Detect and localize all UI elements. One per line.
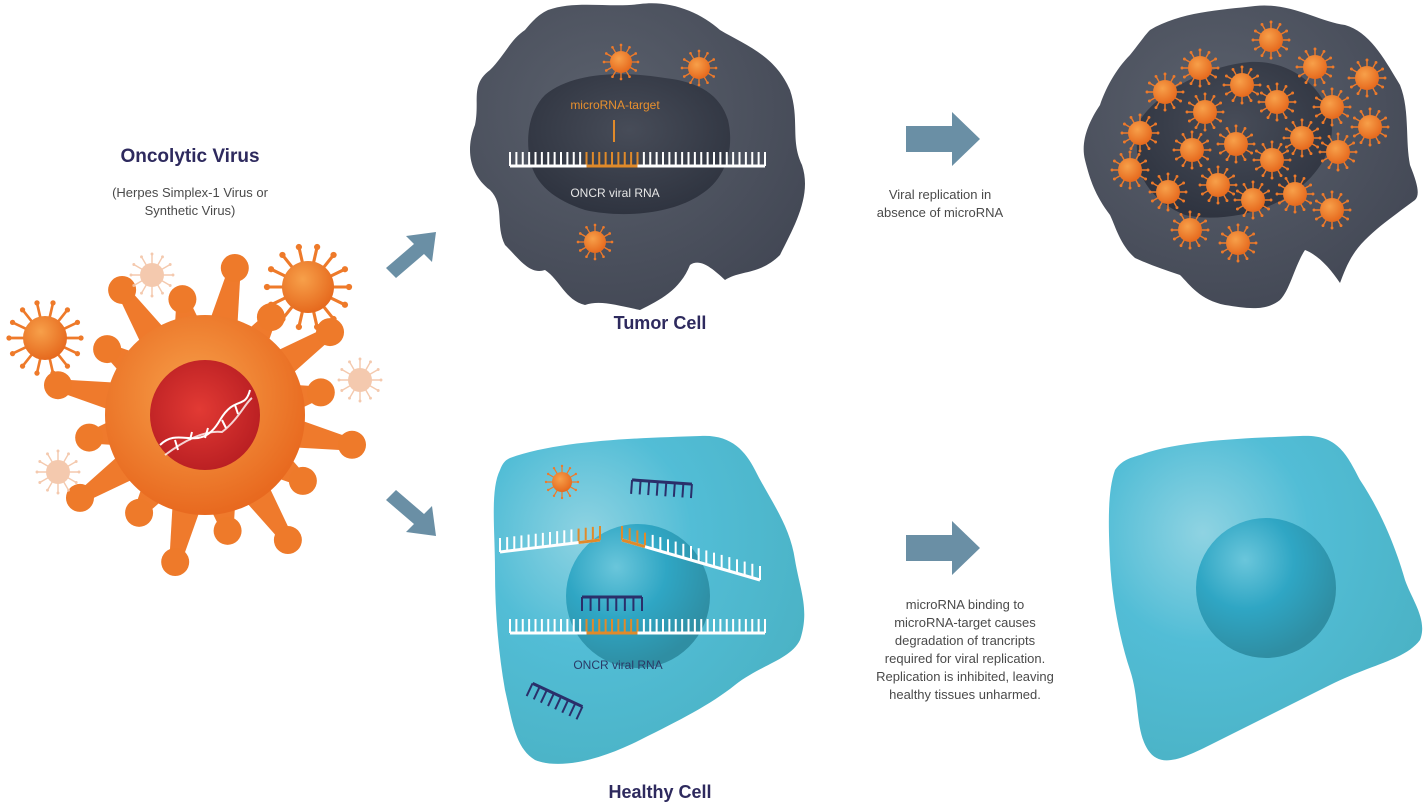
arrow-down-right-icon — [386, 490, 436, 536]
virus-icon — [1295, 47, 1335, 87]
healthy-rna-label: ONCR viral RNA — [573, 658, 663, 672]
virus-icon — [1170, 210, 1210, 250]
virus-icon — [1347, 58, 1387, 98]
healthy-nucleus — [1196, 518, 1336, 658]
caption-line: healthy tissues unharmed. — [889, 687, 1041, 702]
arrow-up-right-icon — [386, 232, 436, 278]
microrna-icon — [525, 682, 584, 720]
arrow-right-icon — [906, 521, 980, 575]
virus-icon — [1252, 140, 1292, 180]
caption-line: required for viral replication. — [884, 651, 1046, 666]
virus-icon — [602, 43, 640, 81]
tumor-result-caption-line2: absence of microRNA — [876, 205, 1004, 220]
arrow-right-icon — [906, 112, 980, 166]
infected-tumor-cell-illustration — [1083, 5, 1418, 309]
virus-subtitle-line1: (Herpes Simplex-1 Virus or — [112, 185, 268, 200]
virus-icon — [337, 357, 383, 403]
virus-icon — [1257, 82, 1297, 122]
virus-icon — [680, 49, 718, 87]
virus-icon — [263, 243, 353, 331]
virus-icon — [1145, 72, 1185, 112]
tumor-nucleus — [528, 74, 731, 215]
virus-icon — [1172, 130, 1212, 170]
virus-subtitle-line2: Synthetic Virus) — [144, 203, 236, 218]
viral-rna-strand — [509, 619, 766, 635]
virus-icon — [1185, 92, 1225, 132]
degraded-rna-fragment — [621, 526, 761, 582]
virus-icon — [544, 464, 580, 500]
virus-icon — [35, 449, 81, 495]
unharmed-healthy-cell-illustration — [1108, 435, 1423, 761]
virus-icon — [1180, 48, 1220, 88]
large-virus-icon — [43, 253, 367, 577]
virus-icon — [1275, 174, 1315, 214]
dna-helix-icon — [159, 389, 253, 456]
virus-icon — [1222, 65, 1262, 105]
virus-title: Oncolytic Virus — [120, 146, 260, 167]
virus-core — [150, 360, 260, 470]
healthy-cell-label: Healthy Cell — [608, 782, 712, 802]
virus-icon — [1350, 107, 1390, 147]
caption-line: Replication is inhibited, leaving — [876, 669, 1054, 684]
virus-icon — [1282, 118, 1322, 158]
faded-virus-icon — [35, 449, 81, 495]
small-virus-icon — [6, 300, 84, 376]
virus-icon — [1233, 180, 1273, 220]
tumor-result-caption-line1: Viral replication in — [888, 187, 992, 202]
virus-icon — [1120, 113, 1160, 153]
faded-virus-icon — [129, 252, 175, 298]
small-virus-icon — [544, 464, 580, 500]
healthy-result-caption: microRNA binding to microRNA-target caus… — [805, 596, 1125, 704]
caption-line: degradation of trancripts — [894, 633, 1036, 648]
faded-virus-icon — [337, 357, 383, 403]
tumor-rna-label: ONCR viral RNA — [570, 186, 660, 200]
small-virus-icon — [263, 243, 353, 331]
oncolytic-virus-illustration — [6, 243, 383, 577]
virus-icon — [129, 252, 175, 298]
virus-icon — [1312, 190, 1352, 230]
virus-icon — [1216, 124, 1256, 164]
virus-icon — [576, 223, 614, 261]
virus-icon — [1198, 165, 1238, 205]
degraded-rna-fragment — [499, 526, 601, 554]
microrna-bound-icon — [581, 595, 643, 611]
virus-icon — [1218, 223, 1258, 263]
viral-rna-strand — [509, 152, 766, 168]
virus-icon — [1148, 172, 1188, 212]
caption-line: microRNA binding to — [905, 597, 1025, 612]
virus-icon — [1318, 132, 1358, 172]
caption-line: microRNA-target causes — [894, 615, 1036, 630]
healthy-cell-illustration — [493, 435, 805, 764]
microrna-icon — [630, 478, 693, 499]
microrna-target-label: microRNA-target — [570, 98, 660, 112]
virus-icon — [1312, 87, 1352, 127]
virus-icon — [1251, 20, 1291, 60]
tumor-cell-illustration — [470, 3, 805, 311]
virus-icon — [1110, 150, 1150, 190]
virus-icon — [6, 300, 84, 376]
tumor-cell-label: Tumor Cell — [613, 313, 707, 333]
